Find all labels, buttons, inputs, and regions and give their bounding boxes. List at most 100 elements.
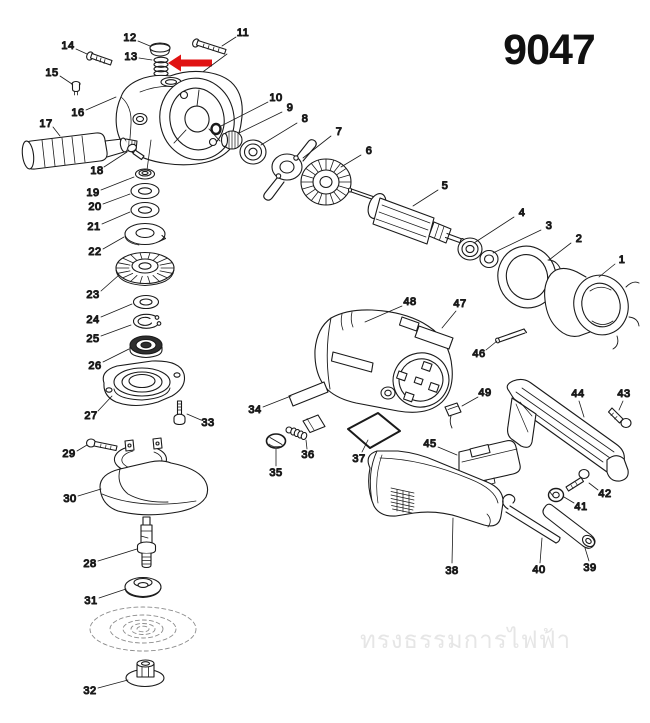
plate-22-drawing	[124, 222, 167, 246]
leader-line-24	[100, 303, 133, 318]
part-label-23: 23	[86, 289, 99, 301]
leader-line-17	[52, 126, 61, 137]
ball-bearing-3-drawing	[479, 249, 499, 269]
leader-line-37	[361, 439, 369, 453]
bevel-gear-6-drawing	[300, 158, 352, 206]
part-label-8: 8	[302, 113, 309, 125]
leader-line-39	[584, 547, 590, 562]
leader-line-7	[302, 135, 332, 159]
part-label-22: 22	[88, 246, 101, 258]
leader-line-5	[412, 189, 439, 207]
leader-line-4	[473, 216, 515, 244]
part-label-47: 47	[453, 298, 466, 310]
part-label-15: 15	[45, 67, 58, 79]
leader-line-30	[77, 488, 102, 497]
part-label-14: 14	[61, 40, 74, 52]
screw-43-drawing	[607, 407, 632, 429]
leader-line-18	[103, 151, 128, 168]
part-labels: 1234567891011121314151617181920212223242…	[39, 26, 631, 697]
bevel-gear-23-drawing	[115, 251, 175, 286]
lock-nut-32-drawing	[125, 659, 165, 688]
leader-line-22	[102, 236, 125, 250]
part-label-1: 1	[619, 254, 626, 266]
part-label-32: 32	[83, 685, 96, 697]
part-label-39: 39	[583, 562, 596, 574]
cord-guard-40-drawing	[502, 493, 561, 544]
motor-housing-48-drawing	[314, 309, 453, 413]
leader-line-21	[101, 211, 131, 225]
part-label-35: 35	[269, 467, 282, 479]
part-label-25: 25	[86, 333, 99, 345]
model-number: 9047	[503, 26, 596, 74]
part-label-43: 43	[617, 388, 630, 400]
leader-line-29	[76, 444, 88, 452]
part-label-38: 38	[445, 565, 458, 577]
leader-line-9	[238, 111, 283, 134]
part-label-20: 20	[88, 201, 101, 213]
part-label-40: 40	[532, 564, 545, 576]
part-label-9: 9	[287, 102, 294, 114]
part-label-11: 11	[237, 27, 249, 39]
leader-line-43	[618, 400, 624, 411]
part-label-5: 5	[442, 180, 449, 192]
pin-46-drawing	[495, 328, 528, 344]
leader-line-27	[97, 395, 113, 412]
part-label-21: 21	[87, 221, 100, 233]
bolt-11-drawing	[192, 38, 228, 78]
leader-line-1	[598, 263, 616, 278]
part-label-46: 46	[472, 348, 485, 360]
ring-21-drawing	[130, 201, 160, 219]
leader-line-33	[186, 413, 202, 421]
part-label-7: 7	[336, 126, 343, 138]
ball-bearing-26-drawing	[129, 335, 163, 359]
leader-line-41	[563, 496, 575, 504]
leader-line-20	[102, 193, 131, 205]
leader-line-28	[97, 548, 138, 562]
pinion-gear-9-drawing	[220, 130, 243, 150]
leader-line-19	[100, 176, 135, 191]
leader-line-6	[340, 154, 362, 168]
switch-45-drawing	[458, 440, 521, 490]
guard-30-drawing	[99, 437, 209, 516]
part-label-17: 17	[39, 118, 52, 130]
grinding-wheel-dashed-drawing	[89, 606, 197, 652]
leader-line-10	[220, 101, 269, 127]
screw-15-drawing	[71, 80, 81, 96]
lock-plate-7-drawing	[263, 139, 317, 201]
ring-20-drawing	[130, 182, 160, 200]
leader-line-12	[137, 40, 151, 47]
leader-line-3	[492, 229, 542, 254]
leader-line-13	[138, 57, 153, 61]
field-stator-1-drawing	[544, 259, 640, 350]
leader-line-47	[441, 310, 457, 329]
part-label-42: 42	[598, 488, 611, 500]
screw-42-drawing	[565, 468, 590, 492]
leader-line-31	[98, 588, 127, 599]
leader-line-26	[102, 348, 130, 363]
leader-line-8	[260, 122, 298, 146]
leader-line-15	[59, 75, 73, 85]
spindle-28-drawing	[136, 516, 157, 569]
leader-line-32	[97, 679, 129, 689]
leader-line-14	[75, 48, 88, 55]
ring-2-drawing	[497, 245, 557, 309]
part-label-49: 49	[478, 387, 491, 399]
screw-18-drawing	[127, 143, 145, 161]
part-label-48: 48	[403, 296, 416, 308]
ball-bearing-8-drawing	[239, 139, 267, 165]
inner-flange-31-drawing	[124, 576, 162, 598]
leader-line-34	[262, 395, 292, 408]
part-label-30: 30	[63, 493, 76, 505]
part-label-33: 33	[201, 417, 214, 429]
leader-line-2	[548, 242, 572, 261]
leader-line-46	[485, 340, 498, 351]
power-cord-39-drawing	[542, 503, 596, 549]
part-label-36: 36	[301, 449, 314, 461]
screw-29-drawing	[85, 438, 118, 452]
handle-cover-44-drawing	[506, 378, 629, 482]
part-label-6: 6	[366, 145, 373, 157]
leader-line-42	[588, 482, 599, 491]
part-label-28: 28	[83, 558, 96, 570]
